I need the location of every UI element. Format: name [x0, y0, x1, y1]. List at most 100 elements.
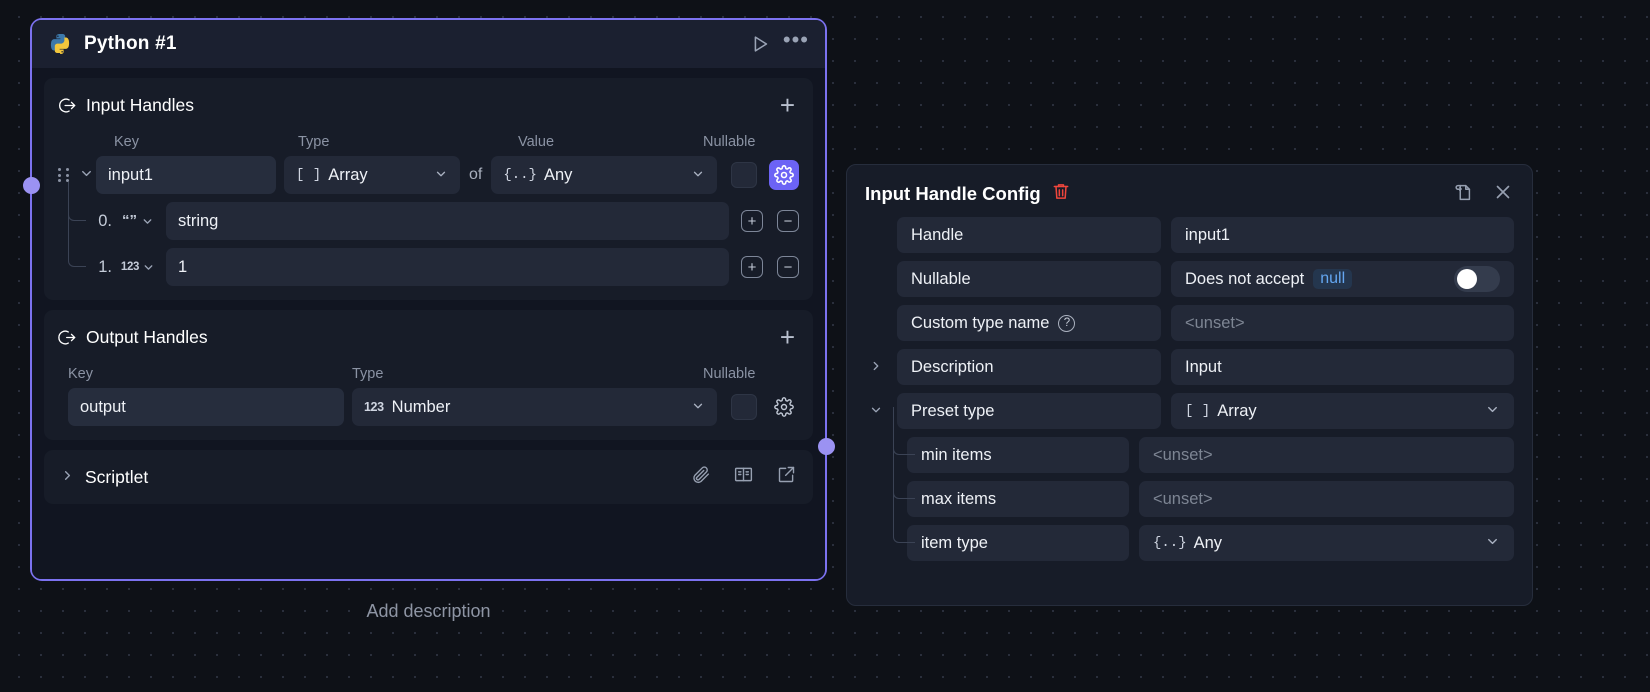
- add-output-handle-button[interactable]: +: [779, 322, 795, 352]
- nullable-toggle[interactable]: [1454, 266, 1500, 292]
- python-node[interactable]: Python #1 ••• Input Handles +: [22, 18, 835, 581]
- add-array-item-button[interactable]: +: [741, 210, 763, 232]
- config-key-label: Preset type: [897, 393, 1161, 429]
- number-type-glyph: 123: [364, 400, 384, 414]
- col-nullable-label: Nullable: [703, 134, 756, 150]
- config-panel-actions: [1452, 181, 1514, 208]
- config-key-label: Handle: [897, 217, 1161, 253]
- node-header[interactable]: Python #1 •••: [32, 20, 825, 68]
- chevron-right-icon[interactable]: [60, 468, 75, 486]
- close-icon[interactable]: [1492, 181, 1514, 208]
- nullable-text: Does not accept: [1185, 269, 1305, 288]
- output-nullable-checkbox[interactable]: [731, 394, 757, 420]
- remove-array-item-button[interactable]: −: [777, 210, 799, 232]
- config-subrow-min-items: min items <unset>: [865, 415, 1514, 473]
- array-item-value-input[interactable]: string: [166, 202, 729, 240]
- output-type-value: Number: [391, 397, 451, 416]
- input-handle-row: input1 [ ] Array of {..} Any: [58, 156, 799, 194]
- duplicate-page-icon[interactable]: [1452, 181, 1474, 208]
- input-handle-config-panel: Input Handle Config Handle: [846, 164, 1533, 606]
- item-type-select[interactable]: {..} Any: [1139, 525, 1514, 561]
- config-key-label: Description: [897, 349, 1161, 385]
- input-handle-config-gear-icon[interactable]: [769, 160, 799, 190]
- help-icon[interactable]: ?: [1058, 314, 1076, 332]
- output-key-field[interactable]: output: [68, 388, 344, 426]
- chevron-down-icon: [426, 167, 448, 184]
- python-icon: [48, 32, 72, 56]
- min-items-input[interactable]: <unset>: [1139, 437, 1514, 473]
- max-items-input[interactable]: <unset>: [1139, 481, 1514, 517]
- col-value-label: Value: [518, 134, 555, 150]
- input-type-value: Array: [328, 165, 368, 184]
- drag-handle-icon[interactable]: [58, 168, 72, 182]
- array-item-value-input[interactable]: 1: [166, 248, 729, 286]
- remove-array-item-button[interactable]: −: [777, 256, 799, 278]
- nullable-value[interactable]: Does not accept null: [1171, 261, 1514, 297]
- scriptlet-section[interactable]: Scriptlet: [44, 450, 813, 504]
- input-handles-section: Input Handles + Key Type Value Nullable: [44, 78, 813, 300]
- add-array-item-button[interactable]: +: [741, 256, 763, 278]
- custom-type-name-placeholder: <unset>: [1185, 313, 1245, 332]
- output-handle-row: output 123 Number: [58, 388, 799, 426]
- book-icon[interactable]: [733, 464, 754, 490]
- config-row-nullable: Nullable Does not accept null: [865, 261, 1514, 297]
- config-subrow-max-items: max items <unset>: [865, 411, 1514, 517]
- trash-icon[interactable]: [1051, 181, 1071, 207]
- array-item-row: 1. 123 1 + −: [58, 182, 799, 286]
- output-type-select[interactable]: 123 Number: [352, 388, 717, 426]
- node-title: Python #1: [84, 33, 177, 54]
- paperclip-icon[interactable]: [690, 464, 711, 490]
- custom-type-name-input[interactable]: <unset>: [1171, 305, 1514, 341]
- array-item-row: 0. “” string + −: [58, 183, 799, 240]
- chevron-down-icon[interactable]: [76, 166, 96, 184]
- config-row-preset-type: Preset type [ ] Array: [865, 393, 1514, 429]
- output-handles-header: Output Handles +: [58, 322, 799, 352]
- config-subrow-item-type: item type {..} Any: [865, 407, 1514, 561]
- array-item-index: 0.: [98, 211, 112, 230]
- config-panel-title: Input Handle Config: [865, 183, 1041, 204]
- input-type-select[interactable]: [ ] Array: [284, 156, 460, 194]
- preset-type-select[interactable]: [ ] Array: [1171, 393, 1514, 429]
- output-handles-title: Output Handles: [86, 326, 208, 347]
- output-handle-config-gear-icon[interactable]: [769, 392, 799, 422]
- input-item-type-select[interactable]: {..} Any: [491, 156, 717, 194]
- output-handle-port[interactable]: [817, 438, 835, 455]
- any-type-glyph: {..}: [1153, 535, 1187, 551]
- config-panel-header: Input Handle Config: [865, 179, 1514, 209]
- description-input[interactable]: Input: [1171, 349, 1514, 385]
- array-item-type-select[interactable]: 123: [118, 261, 158, 274]
- input-handles-title: Input Handles: [86, 94, 194, 115]
- config-row-handle: Handle input1: [865, 217, 1514, 253]
- input-key-field[interactable]: input1: [96, 156, 276, 194]
- col-nullable-label: Nullable: [703, 366, 756, 382]
- input-item-type-value: Any: [543, 165, 573, 184]
- chevron-down-icon: [1477, 534, 1500, 552]
- ellipsis-icon[interactable]: •••: [782, 26, 809, 52]
- input-handles-header: Input Handles +: [58, 90, 799, 120]
- add-input-handle-button[interactable]: +: [779, 90, 795, 120]
- input-nullable-checkbox[interactable]: [731, 162, 757, 188]
- col-type-label: Type: [298, 134, 330, 150]
- output-column-headers: Key Type Nullable: [58, 358, 799, 382]
- chevron-right-icon[interactable]: [865, 359, 887, 376]
- output-handles-section: Output Handles + Key Type Nullable outpu…: [44, 310, 813, 440]
- config-key-label: min items: [907, 437, 1129, 473]
- col-type-label: Type: [352, 366, 384, 382]
- play-icon[interactable]: [749, 33, 771, 55]
- arrow-into-circle-icon: [58, 96, 77, 115]
- array-item-type-select[interactable]: “”: [118, 213, 158, 228]
- col-key-label: Key: [114, 134, 139, 150]
- tree-elbow: [68, 182, 86, 267]
- array-type-glyph: [ ]: [296, 167, 322, 183]
- open-external-icon[interactable]: [776, 464, 797, 490]
- array-type-glyph: [ ]: [1185, 403, 1211, 419]
- config-row-description: Description Input: [865, 349, 1514, 385]
- arrow-out-of-circle-icon: [58, 328, 77, 347]
- chevron-down-icon[interactable]: [865, 403, 887, 420]
- tree-elbow: [893, 407, 915, 543]
- handle-name-input[interactable]: input1: [1171, 217, 1514, 253]
- add-description-placeholder[interactable]: Add description: [366, 601, 491, 621]
- chevron-down-icon: [683, 399, 705, 416]
- input-handle-port[interactable]: [22, 177, 40, 194]
